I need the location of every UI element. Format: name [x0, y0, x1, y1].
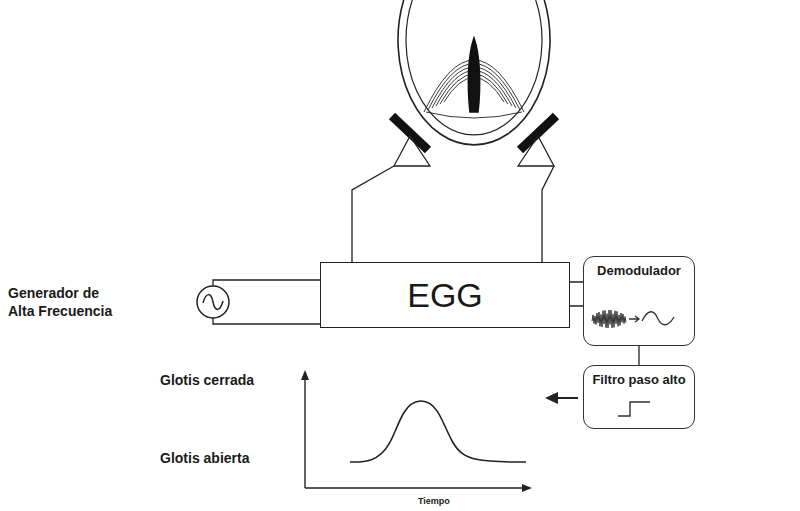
- output-arrow: [556, 397, 578, 399]
- neck-section: [398, 0, 550, 145]
- demodulated-signal: [642, 312, 674, 325]
- vocal-folds: [468, 38, 479, 112]
- x-axis: [305, 487, 524, 488]
- neck-inner-outline: [406, 0, 542, 135]
- generator-symbol: [6, 276, 241, 328]
- egg-waveform: [350, 401, 526, 462]
- ac-source: [197, 286, 229, 318]
- box-title: Demodulador: [584, 263, 694, 280]
- box-title: Filtro paso alto: [584, 372, 694, 389]
- filter-box: Filtro paso alto: [583, 365, 695, 429]
- generator-label: Generador de Alta Frecuencia: [8, 284, 123, 320]
- wire-right: [542, 166, 554, 262]
- electrode-lead-left: [394, 136, 430, 166]
- axis-title: Tiempo: [418, 496, 450, 506]
- demodulation-icon: [584, 297, 696, 341]
- electrode-wires: [352, 136, 554, 262]
- connector-wire: [241, 280, 320, 324]
- egg-box: EGG: [320, 262, 570, 328]
- sine-symbol: [203, 295, 223, 310]
- generator-symbol: Generador de Alta Frecuencia: [6, 276, 241, 328]
- electrode-left: [392, 116, 428, 150]
- graph-axes: [305, 378, 524, 488]
- highpass-icon: [584, 394, 696, 424]
- demodulator-box: Demodulador: [583, 256, 695, 346]
- output-arrow-head: [545, 392, 558, 404]
- larynx-contour: [426, 112, 522, 118]
- axis-label: Glotis cerrada: [160, 372, 254, 388]
- box-title: EGG: [407, 273, 483, 317]
- modulated-signal: [592, 310, 626, 328]
- connector-wire: [570, 282, 583, 306]
- axis-label: Glotis abierta: [160, 450, 249, 466]
- electrode-right: [520, 116, 556, 150]
- wire-left: [352, 166, 394, 262]
- icon-arrow: [629, 316, 639, 322]
- y-axis: [304, 378, 305, 488]
- filter-step: [618, 402, 650, 416]
- electrode-lead-right: [518, 136, 554, 166]
- neck-outline: [398, 0, 550, 145]
- connector-wire: [638, 346, 639, 365]
- x-axis-head: [522, 484, 532, 492]
- y-axis-head: [301, 370, 309, 380]
